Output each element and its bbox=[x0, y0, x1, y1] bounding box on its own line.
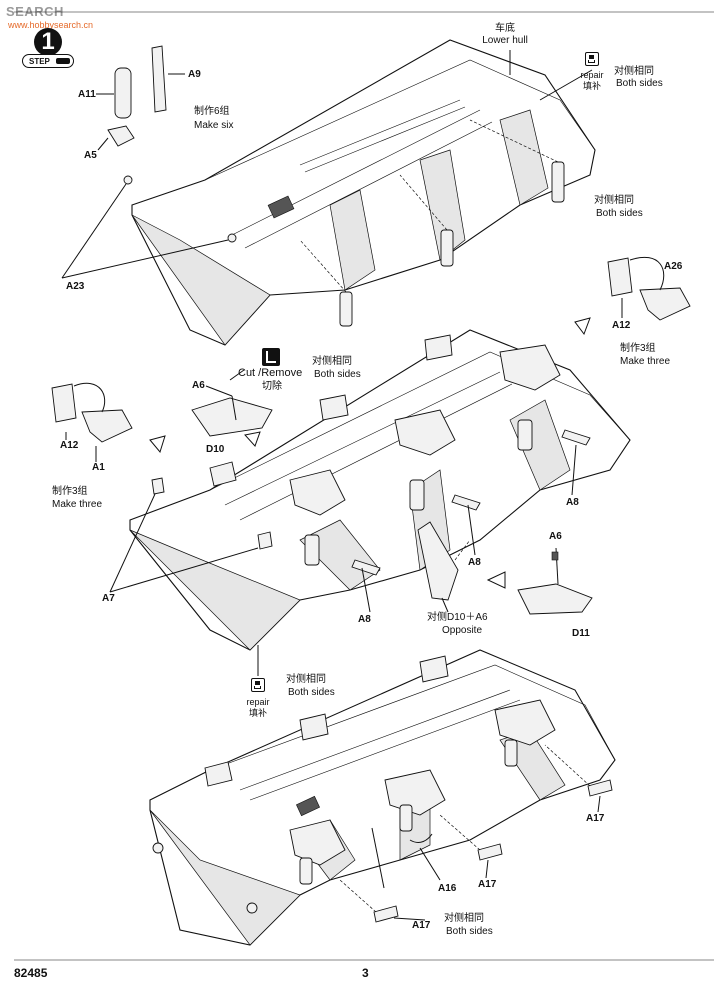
both-sides-label-cn-2: 对侧相同 bbox=[594, 195, 634, 206]
lower-hull-label-en: Lower hull bbox=[482, 35, 528, 46]
part-label-a16: A16 bbox=[438, 883, 457, 894]
part-label-a17-right: A17 bbox=[586, 813, 605, 824]
part-label-a6-left: A6 bbox=[192, 380, 205, 391]
cut-icon bbox=[262, 348, 280, 366]
lower-hull-label-cn: 车底 bbox=[495, 23, 515, 34]
make-six-label-cn: 制作6组 bbox=[194, 106, 230, 117]
step-badge-icon: 1 STEP bbox=[22, 28, 74, 70]
part-label-a7: A7 bbox=[102, 593, 115, 604]
part-label-a26: A26 bbox=[664, 261, 683, 272]
step-label: STEP bbox=[22, 54, 74, 68]
part-label-a23: A23 bbox=[66, 281, 85, 292]
part-group-a12-a26-right bbox=[574, 256, 691, 336]
watermark-brand: SEARCH bbox=[6, 4, 64, 19]
both-sides-label-en-3: Both sides bbox=[314, 369, 361, 380]
opposite-label-en: Opposite bbox=[442, 625, 483, 636]
part-group-a12-a1-left bbox=[51, 382, 166, 462]
part-label-d11: D11 bbox=[572, 628, 590, 639]
tank-icon bbox=[56, 58, 70, 64]
leader-a17-left bbox=[393, 917, 426, 921]
make-three-label-cn-right: 制作3组 bbox=[620, 343, 656, 354]
part-label-a17-left: A17 bbox=[412, 920, 431, 931]
make-three-label-en-left: Make three bbox=[52, 499, 103, 510]
step-number: 1 bbox=[34, 28, 62, 56]
repair-label-en: repair bbox=[580, 70, 604, 80]
cut-remove-label-cn: 切除 bbox=[262, 381, 282, 392]
both-sides-label-cn-5: 对侧相同 bbox=[444, 913, 484, 924]
part-label-d10: D10 bbox=[206, 444, 225, 455]
repair-label-en-2: repair bbox=[246, 697, 270, 707]
part-group-d10-a6 bbox=[191, 369, 273, 447]
both-sides-label-en: Both sides bbox=[616, 78, 663, 89]
part-label-a8-right: A8 bbox=[566, 497, 579, 508]
part-label-a1: A1 bbox=[92, 462, 105, 473]
part-label-a12-left: A12 bbox=[60, 440, 79, 451]
watermark-logo: SEARCH bbox=[6, 4, 64, 19]
make-three-label-en-right: Make three bbox=[620, 356, 671, 367]
part-label-a5: A5 bbox=[84, 150, 97, 161]
repair-icon-2 bbox=[251, 678, 265, 692]
page-number: 3 bbox=[362, 966, 369, 980]
both-sides-label-en-2: Both sides bbox=[596, 208, 643, 219]
part-label-a8-left: A8 bbox=[358, 614, 371, 625]
part-label-a6-right: A6 bbox=[549, 531, 562, 542]
lower-hull-drawing-3 bbox=[149, 649, 616, 946]
make-three-label-cn-left: 制作3组 bbox=[52, 486, 88, 497]
lower-hull-drawing-1 bbox=[61, 39, 596, 346]
part-label-a17-mid: A17 bbox=[478, 879, 497, 890]
part-label-a9: A9 bbox=[188, 69, 201, 80]
cut-remove-label-en: Cut /Remove bbox=[238, 367, 303, 379]
both-sides-label-cn-3: 对侧相同 bbox=[312, 356, 352, 367]
repair-label-cn: 填补 bbox=[582, 81, 602, 91]
part-label-a12-right: A12 bbox=[612, 320, 631, 331]
both-sides-label-en-5: Both sides bbox=[446, 926, 493, 937]
part-label-a8-mid: A8 bbox=[468, 557, 481, 568]
watermark-site: www.hobbysearch.cn bbox=[8, 20, 94, 30]
both-sides-label-en-4: Both sides bbox=[288, 687, 335, 698]
kit-number: 82485 bbox=[14, 966, 48, 980]
leader-a17-right bbox=[597, 795, 601, 813]
both-sides-label-cn: 对侧相同 bbox=[614, 66, 654, 77]
lower-hull-drawing-2 bbox=[109, 329, 631, 676]
repair-icon bbox=[585, 52, 599, 66]
both-sides-label-cn-4: 对侧相同 bbox=[286, 674, 326, 685]
part-group-d11-a6 bbox=[517, 547, 593, 615]
repair-label-cn-2: 填补 bbox=[248, 708, 268, 718]
leader-a17-mid bbox=[485, 859, 489, 879]
make-six-label-en: Make six bbox=[194, 120, 234, 131]
opposite-label-cn: 对侧D10＋A6 bbox=[427, 612, 488, 623]
part-label-a11: A11 bbox=[78, 89, 96, 100]
